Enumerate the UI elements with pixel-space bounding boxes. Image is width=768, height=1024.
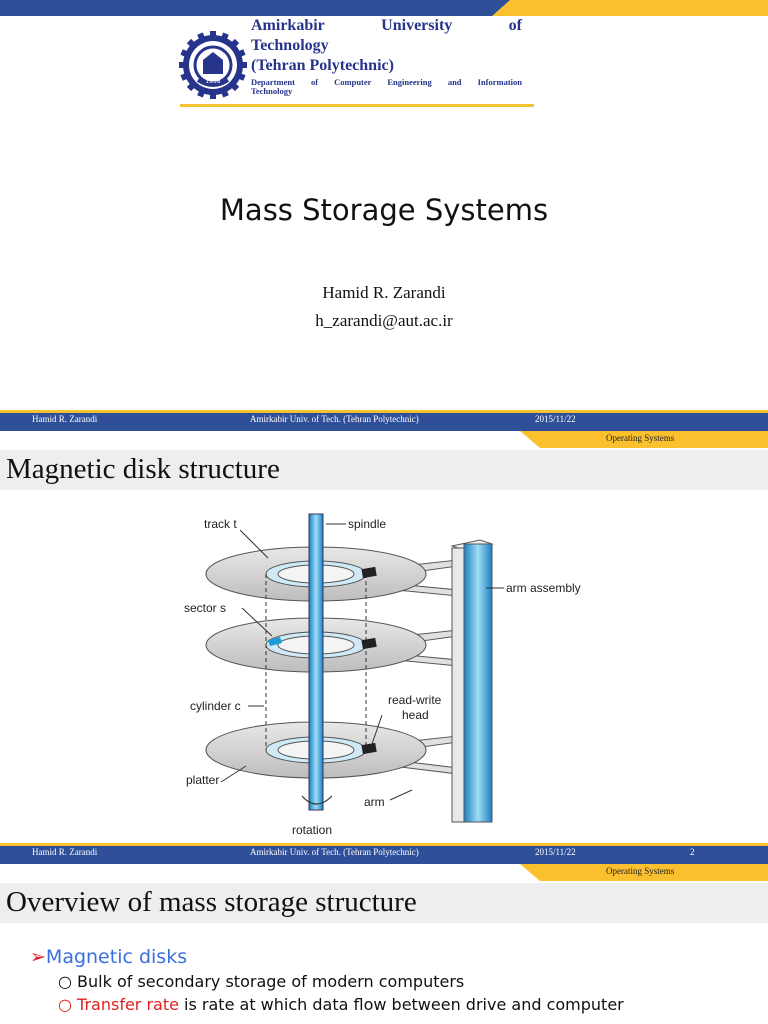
label-cylinder: cylinder c <box>190 699 241 713</box>
arrow-bullet-icon: ➢ <box>30 946 46 968</box>
logo-year: 1958 <box>205 78 220 85</box>
leader-lines <box>220 523 504 801</box>
university-word-1: Amirkabir <box>251 17 325 34</box>
footer-bar <box>0 410 768 431</box>
cylinder-lines <box>265 574 367 750</box>
bullet-text: Magnetic disks <box>45 946 188 968</box>
footer-author: Hamid R. Zarandi <box>32 414 98 424</box>
footer-institution: Amirkabir Univ. of Tech. (Tehran Polytec… <box>250 847 419 857</box>
slide-heading-3: Overview of mass storage structure <box>0 883 768 923</box>
slide-footer-1: Hamid R. Zarandi Amirkabir Univ. of Tech… <box>0 410 768 448</box>
label-read-write: read-write <box>388 693 442 707</box>
label-platter: platter <box>186 773 219 787</box>
author-email[interactable]: h_zarandi@aut.ac.ir <box>315 311 453 330</box>
slide-title: Mass Storage Systems <box>219 193 549 227</box>
rotation-arrow <box>301 795 333 805</box>
arm-assembly <box>450 539 494 823</box>
footer-course-band: Operating Systems <box>520 864 768 881</box>
sub-bullet-1: ○ Bulk of secondary storage of modern co… <box>58 972 624 991</box>
university-line1: Amirkabir University of <box>251 16 522 36</box>
university-word-3: of <box>508 17 522 34</box>
department-line2: Technology <box>251 86 293 96</box>
footer-course-band: Operating Systems <box>520 431 768 448</box>
university-word-2: University <box>381 17 453 34</box>
footer-bar <box>0 843 768 864</box>
bullet-magnetic-disks: ➢Magnetic disks <box>30 946 624 968</box>
top-band-blue <box>0 0 510 16</box>
circle-bullet-icon: ○ <box>58 995 78 1014</box>
department-line1: Department of Computer Engineering and I… <box>251 77 522 87</box>
sub-bullet-highlight: Transfer rate <box>77 995 179 1014</box>
label-arm-assembly: arm assembly <box>506 581 581 595</box>
label-arm: arm <box>364 795 385 809</box>
sub-bullet-text: is rate at which data flow between drive… <box>178 995 624 1014</box>
top-band-gold <box>492 0 768 16</box>
spindle <box>308 513 324 811</box>
heading-text: Magnetic disk structure <box>6 453 280 485</box>
top-band <box>0 0 768 16</box>
label-rotation: rotation <box>292 823 332 837</box>
label-spindle: spindle <box>348 517 386 531</box>
bullet-list: ➢Magnetic disks ○ Bulk of secondary stor… <box>30 946 624 1014</box>
university-line2: Technology <box>251 37 329 54</box>
footer-author: Hamid R. Zarandi <box>32 847 98 857</box>
disk-structure-diagram: track t spindle arm assembly sector s cy… <box>184 513 581 837</box>
university-logo: 1958 <box>179 31 247 99</box>
heading-text: Overview of mass storage structure <box>6 886 417 918</box>
footer-page-number: 2 <box>690 847 695 857</box>
slide-footer-2: Hamid R. Zarandi Amirkabir Univ. of Tech… <box>0 843 768 881</box>
circle-bullet-icon: ○ <box>58 972 78 991</box>
sub-bullet-2: ○ Transfer rate is rate at which data fl… <box>58 995 624 1014</box>
author-name: Hamid R. Zarandi <box>322 283 446 302</box>
footer-course: Operating Systems <box>606 866 675 876</box>
university-line3: (Tehran Polytechnic) <box>251 57 394 74</box>
sub-bullet-text: Bulk of secondary storage of modern comp… <box>77 972 465 991</box>
footer-institution: Amirkabir Univ. of Tech. (Tehran Polytec… <box>250 414 419 424</box>
footer-date: 2015/11/22 <box>535 414 576 424</box>
label-track: track t <box>204 517 237 531</box>
footer-course: Operating Systems <box>606 433 675 443</box>
header-divider <box>180 104 534 107</box>
read-write-heads <box>361 566 377 755</box>
label-sector: sector s <box>184 601 226 615</box>
footer-date: 2015/11/22 <box>535 847 576 857</box>
university-block: Amirkabir University of Technology (Tehr… <box>251 16 522 96</box>
slide-heading-2: Magnetic disk structure <box>0 450 768 490</box>
label-head: head <box>402 708 429 722</box>
